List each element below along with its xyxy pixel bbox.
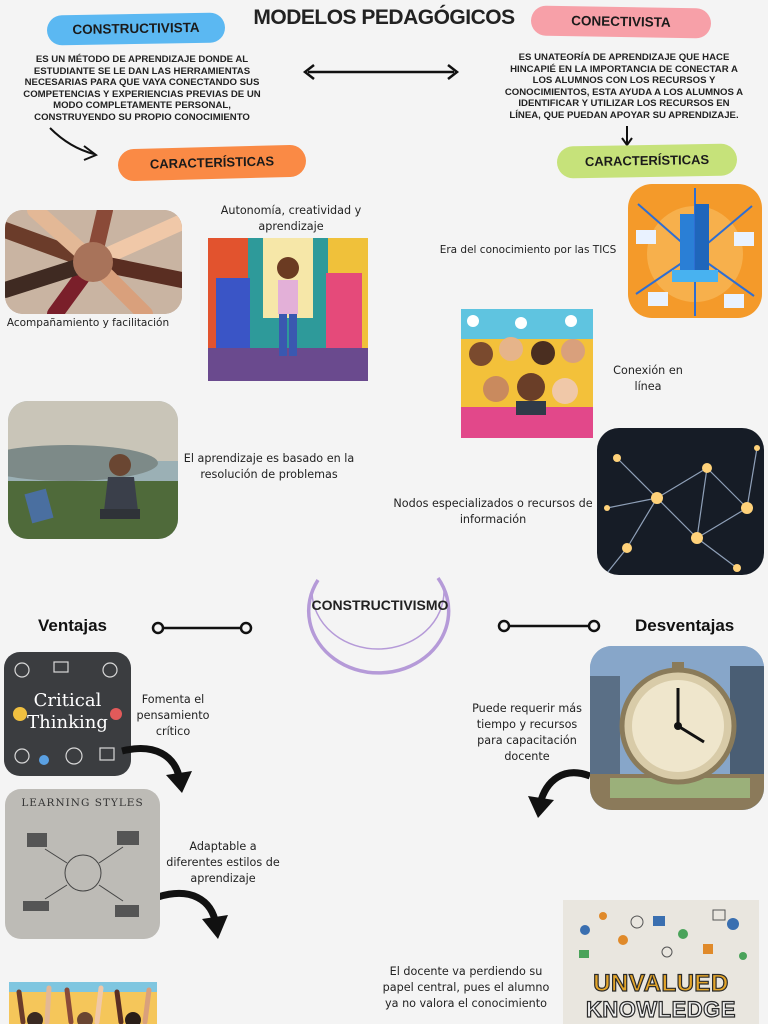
feature-nodos: Nodos especializados o recursos de infor…	[393, 497, 593, 526]
learning-styles-image: LEARNING STYLES	[5, 789, 160, 939]
caracteristicas-right-pill: CARACTERÍSTICAS	[556, 143, 738, 179]
thinking-word: Thinking	[27, 712, 108, 733]
ventajas-heading: Ventajas	[38, 616, 107, 635]
curved-arrow-icon	[156, 890, 228, 939]
double-arrow-icon	[302, 64, 460, 80]
curved-arrow-icon	[528, 769, 592, 818]
thinking-man-image	[8, 401, 178, 539]
advantage-pensamiento: Fomenta el pensamiento crítico	[136, 693, 210, 738]
tics-network-image	[628, 184, 762, 318]
critical-thinking-image: Critical Thinking	[4, 652, 131, 776]
conectivista-pill: CONECTIVISTA	[530, 5, 712, 39]
learning-styles-title: LEARNING STYLES	[21, 797, 144, 809]
knowledge-word: KNOWLEDGE	[585, 996, 736, 1022]
creative-woman-image	[208, 238, 368, 381]
time-money-clock-image	[590, 646, 764, 810]
curved-arrow-icon	[121, 745, 192, 793]
constructivista-pill: CONSTRUCTIVISTA	[46, 12, 226, 46]
advantage-estilos: Adaptable a diferentes estilos de aprend…	[166, 840, 280, 885]
feature-conexion: Conexión en línea	[613, 364, 683, 393]
caracteristicas-right-label: CARACTERÍSTICAS	[584, 151, 710, 170]
page-title: MODELOS PEDAGÓGICOS	[253, 6, 515, 29]
disadvantage-tiempo: Puede requerir más tiempo y recursos par…	[472, 702, 582, 763]
center-circle	[306, 576, 451, 675]
conectivista-description: ES UNATEORÍA DE APRENDIZAJE QUE HACE HIN…	[504, 52, 744, 121]
feature-acompanamiento: Acompañamiento y facilitación	[6, 317, 170, 329]
feature-problemas: El aprendizaje es basado en la resolució…	[183, 452, 355, 481]
nodes-network-image	[597, 428, 764, 575]
curved-arrow-icon	[49, 127, 98, 161]
online-connection-image	[461, 309, 593, 438]
conectivista-label: CONECTIVISTA	[571, 13, 671, 30]
constructivista-label: CONSTRUCTIVISTA	[72, 19, 200, 38]
caracteristicas-left-label: CARACTERÍSTICAS	[149, 153, 275, 172]
unvalued-knowledge-image: UNVALUED KNOWLEDGE	[563, 900, 759, 1024]
hands-together-image	[5, 210, 182, 314]
caracteristicas-left-pill: CARACTERÍSTICAS	[117, 144, 307, 182]
constructivista-description: ES UN MÉTODO DE APRENDIZAJE DONDE AL EST…	[23, 54, 261, 123]
feature-autonomia: Autonomía, creatividad y aprendizaje	[220, 204, 362, 233]
disadvantage-docente: El docente va perdiendo su papel central…	[382, 965, 550, 1010]
feature-era-tics: Era del conocimiento por las TICS	[439, 244, 617, 256]
unvalued-word: UNVALUED	[593, 969, 729, 997]
desventajas-heading: Desventajas	[635, 616, 735, 635]
right-connector-icon	[497, 619, 601, 633]
left-connector-icon	[151, 621, 253, 635]
constructivismo-label: CONSTRUCTIVISMO	[311, 597, 449, 613]
critical-word: Critical	[33, 690, 102, 711]
students-raising-hands-image	[9, 982, 157, 1024]
